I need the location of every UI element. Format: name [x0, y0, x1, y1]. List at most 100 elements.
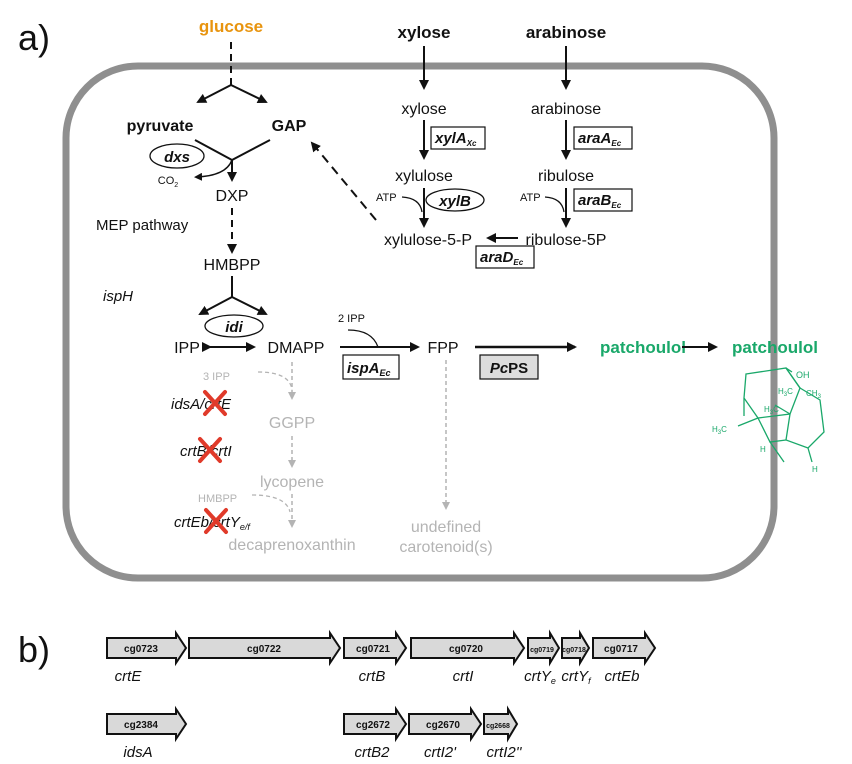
knockout-cross-crteb-crty — [204, 508, 228, 534]
h3c-label-top: H3C — [778, 387, 793, 398]
xyla-enzyme-label: xylAXc — [434, 130, 477, 148]
gene-name-crte: crtE — [115, 668, 143, 685]
panel-label-a: a) — [18, 17, 50, 58]
xylulose-5p-label: xylulose-5-P — [384, 232, 472, 249]
dxs-enzyme-label: dxs — [164, 149, 190, 166]
gene-arrow-cg0722 — [188, 629, 342, 667]
gene-name-crtb: crtB — [359, 668, 386, 685]
glucose-to-gap-arrow — [230, 84, 268, 104]
co2-release-arrow — [194, 159, 233, 181]
glucose-to-pyruvate-arrow — [196, 84, 232, 103]
hmbpp-grey-curve — [251, 494, 291, 513]
gene-id-cg0718: cg0718 — [562, 647, 586, 654]
oh-label: OH — [796, 370, 810, 380]
xyla-enzyme-box — [430, 126, 486, 150]
xylulose5p-to-gap-arrow — [310, 141, 377, 221]
three-ipp-label: 3 IPP — [203, 371, 230, 383]
xylose-label: xylose — [401, 101, 446, 118]
crteb-crty-label: crtEb/crtYe/f — [174, 514, 251, 532]
h-label-1: H — [760, 445, 766, 454]
atp-label-1: ATP — [376, 192, 397, 204]
xylose-substrate-label: xylose — [398, 23, 451, 42]
knockout-cross-crtb-crti — [198, 437, 222, 463]
gene-name-crtb2: crtB2 — [354, 744, 390, 761]
xylulose-label: xylulose — [395, 168, 453, 185]
gene-arrow-cg0718 — [561, 629, 591, 667]
atp-curve-1 — [401, 196, 423, 213]
gap-label: GAP — [272, 118, 307, 135]
gene-cluster-1: cg0723 crtE cg0722 cg0721 crtB cg0720 cr… — [106, 629, 657, 686]
dxs-merge-lines — [194, 139, 271, 162]
gene-id-cg0723: cg0723 — [124, 644, 158, 655]
knockout-cross-idsa-crte — [203, 390, 227, 416]
gene-arrow-cg0723 — [106, 629, 188, 667]
pcps-enzyme-label: PcPS — [490, 360, 528, 377]
patchoulol-extracellular-label: patchoulol — [732, 338, 818, 357]
idi-enzyme-label: idi — [225, 319, 243, 336]
ch3-label: CH3 — [806, 389, 822, 400]
xylb-enzyme-label: xylB — [438, 193, 471, 210]
cell-boundary — [62, 62, 778, 582]
gene-id-cg0717: cg0717 — [604, 644, 638, 655]
three-ipp-curve — [257, 371, 293, 391]
two-ipp-curve — [347, 329, 379, 348]
gene-id-cg0720: cg0720 — [449, 644, 483, 655]
hmbpp-label: HMBPP — [204, 257, 261, 274]
gene-id-cg0719: cg0719 — [530, 647, 554, 654]
dmapp-label: DMAPP — [268, 340, 325, 357]
arabinose-substrate-label: arabinose — [526, 23, 606, 42]
h3c-label-mid: H3C — [764, 405, 779, 416]
glucose-label: glucose — [199, 17, 263, 36]
idi-enzyme-oval — [204, 314, 264, 338]
arab-enzyme-label: araBEc — [578, 192, 622, 210]
xylb-enzyme-oval — [425, 188, 485, 212]
gene-id-cg2668: cg2668 — [486, 723, 510, 730]
gene-name-idsa: idsA — [123, 744, 152, 761]
arad-enzyme-label: araDEc — [480, 249, 524, 267]
dxs-enzyme-oval — [149, 143, 205, 169]
gene-id-cg0721: cg0721 — [356, 644, 390, 655]
araa-enzyme-label: araAEc — [578, 130, 622, 148]
mep-pathway-label: MEP pathway — [96, 217, 189, 234]
panel-label-b: b) — [18, 629, 50, 670]
patchoulol-structure — [737, 367, 825, 463]
isph-label: ispH — [103, 288, 133, 305]
gene-name-crteb: crtEb — [604, 668, 639, 685]
ipp-label: IPP — [174, 340, 200, 357]
arad-enzyme-box — [475, 245, 535, 269]
ggpp-label: GGPP — [269, 415, 315, 432]
atp-curve-2 — [544, 196, 565, 213]
gene-id-cg2670: cg2670 — [426, 720, 460, 731]
gene-cluster-2: cg2384 idsA cg2672 crtB2 cg2670 crtI2' c… — [106, 705, 523, 761]
patchoulol-intracellular-label: patchoulol — [600, 338, 686, 357]
h-label-2: H — [812, 465, 818, 474]
decaprenoxanthin-label: decaprenoxanthin — [228, 537, 355, 554]
dxp-label: DXP — [216, 188, 249, 205]
h3c-label-left: H3C — [712, 425, 727, 436]
ribulose-5p-label: ribulose-5P — [526, 232, 607, 249]
gene-name-crti: crtI — [453, 668, 474, 685]
ispa-enzyme-label: ispAEc — [347, 360, 391, 378]
atp-label-2: ATP — [520, 192, 541, 204]
co2-label: CO2 — [158, 175, 179, 189]
undefined-label: undefined — [411, 519, 481, 536]
pyruvate-label: pyruvate — [127, 118, 194, 135]
gene-id-cg0722: cg0722 — [247, 644, 281, 655]
carotenoids-label: carotenoid(s) — [399, 539, 492, 556]
arabinose-label: arabinose — [531, 101, 601, 118]
crtb-crti-label: crtB/crtI — [180, 443, 232, 460]
ribulose-label: ribulose — [538, 168, 594, 185]
gene-name-crti2-double-prime: crtI2'' — [487, 744, 523, 761]
lycopene-label: lycopene — [260, 474, 324, 491]
gene-arrow-cg0719 — [527, 629, 561, 667]
gene-arrow-cg2672 — [343, 705, 408, 743]
gene-arrow-cg2668 — [483, 705, 519, 743]
gene-arrow-cg2384 — [106, 705, 188, 743]
gene-arrow-cg0717 — [592, 629, 657, 667]
isph-to-ipp-arrow — [198, 296, 233, 315]
gene-arrow-cg0721 — [343, 629, 408, 667]
gene-name-crtye: crtYe — [524, 668, 556, 686]
fpp-label: FPP — [427, 340, 458, 357]
gene-arrow-cg2670 — [408, 705, 483, 743]
